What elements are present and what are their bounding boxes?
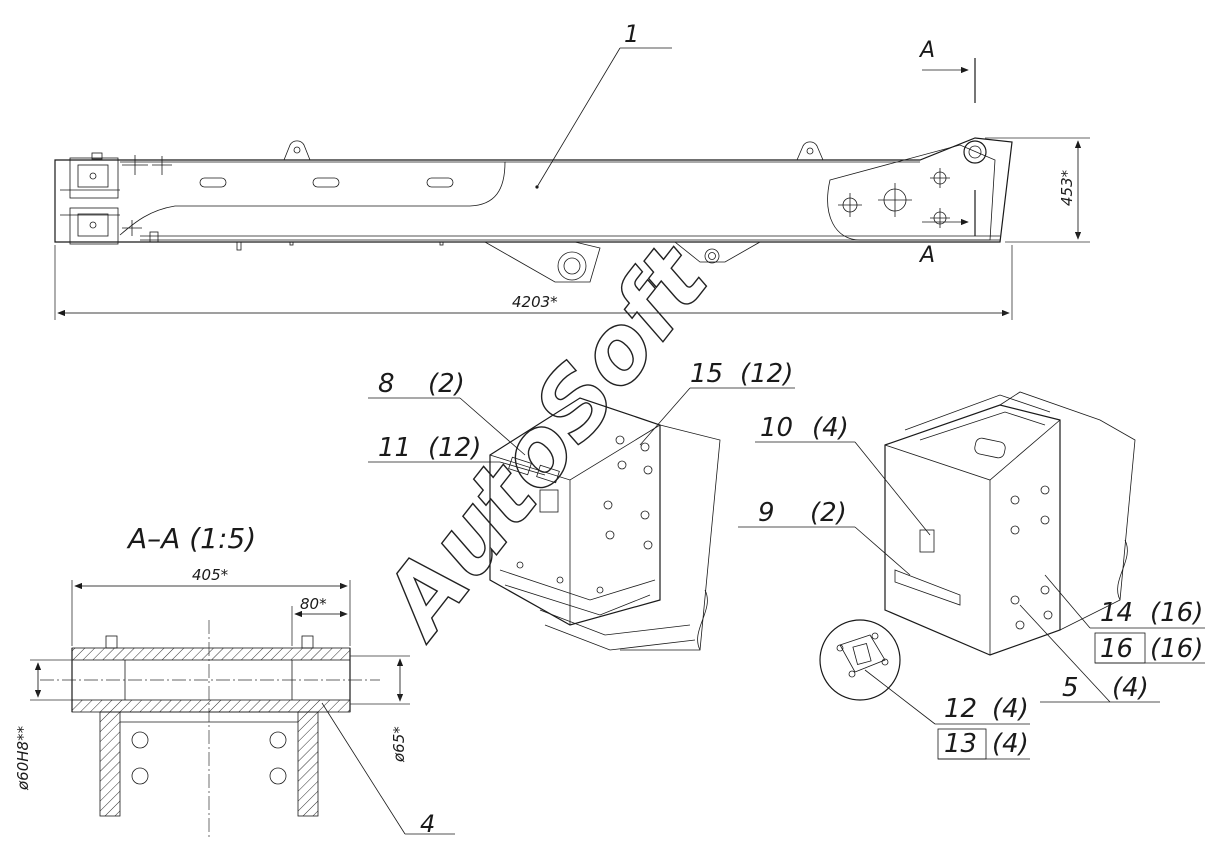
- callout-5-num: 5: [1062, 673, 1079, 703]
- callout-15-num: 15: [690, 359, 723, 389]
- callout-8-num: 8: [378, 369, 395, 399]
- callout-16-qty: (16): [1150, 634, 1203, 664]
- dim-height-label: 453*: [1058, 169, 1076, 206]
- callout-13-num: 13: [944, 729, 977, 759]
- callout-9-qty: (2): [810, 498, 847, 528]
- dim-offset-label: 80*: [300, 595, 327, 613]
- dim-length-label: 4203*: [512, 293, 558, 311]
- callout-15-qty: (12): [740, 359, 793, 389]
- callout-1-label: 1: [624, 20, 639, 48]
- section-letter-top: A: [918, 38, 935, 63]
- callout-12-qty: (4): [992, 694, 1029, 724]
- callout-10-num: 10: [760, 413, 793, 443]
- dim-length: 4203*: [54, 245, 1013, 320]
- callout-5: 5 (4): [1019, 604, 1160, 703]
- callout-15: 15 (12): [639, 359, 795, 446]
- callout-1: 1: [535, 20, 672, 189]
- section-a-a: A–A (1:5) 405* 80*: [14, 522, 455, 840]
- callout-10-qty: (4): [812, 413, 849, 443]
- dim-bore-label: ø60H8**: [14, 725, 32, 791]
- callout-5-qty: (4): [1112, 673, 1149, 703]
- callout-14-qty: (16): [1150, 598, 1203, 628]
- callout-8: 8 (2): [368, 369, 526, 456]
- section-cut-marks: A A: [918, 38, 976, 268]
- callout-14-num: 14: [1100, 598, 1133, 628]
- dim-height: 453*: [985, 137, 1090, 243]
- dim-outer-label: ø65*: [390, 726, 408, 763]
- callout-12-13: 12 (4) 13 (4): [864, 669, 1030, 760]
- part-callouts: 8 (2) 11 (12) 15 (12) 10 (4) 9: [368, 359, 1205, 760]
- callout-9-num: 9: [758, 498, 775, 528]
- callout-11-num: 11: [378, 433, 411, 463]
- dim-width-label: 405*: [192, 566, 229, 584]
- callout-9: 9 (2): [738, 498, 911, 576]
- iso-view-right: [819, 391, 1136, 701]
- callout-16-num: 16: [1100, 634, 1133, 664]
- iso-view-left: [489, 397, 721, 651]
- callout-12-num: 12: [944, 694, 977, 724]
- callout-11-qty: (12): [428, 433, 481, 463]
- callout-10: 10 (4): [755, 413, 931, 536]
- callout-4-label: 4: [420, 810, 435, 838]
- section-title: A–A (1:5): [126, 522, 256, 555]
- callout-14-16: 14 (16) 16 (16): [1044, 574, 1205, 664]
- callout-8-qty: (2): [428, 369, 465, 399]
- callout-13-qty: (4): [992, 729, 1029, 759]
- section-letter-bottom: A: [918, 243, 935, 268]
- watermark-text: AutoSoft: [359, 225, 730, 658]
- callout-11: 11 (12): [368, 433, 546, 476]
- beam-top-view: [54, 137, 1013, 283]
